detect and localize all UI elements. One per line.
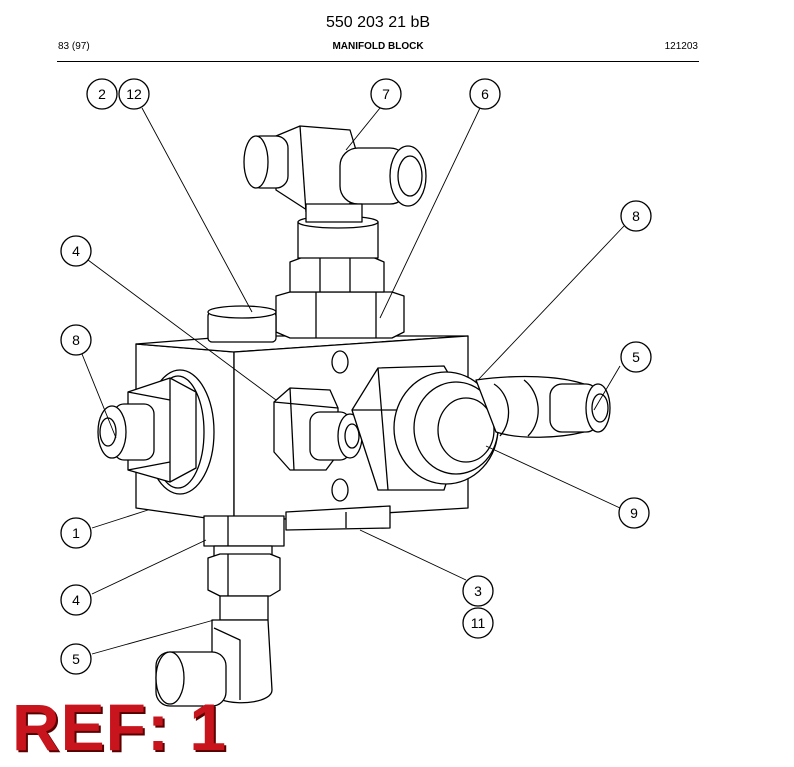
- bottom-plate: [285, 505, 391, 531]
- callout-7: 7: [382, 86, 390, 102]
- top-fitting-stack: [275, 215, 405, 339]
- left-fitting: [97, 369, 215, 495]
- callout-2: 2: [98, 86, 106, 102]
- top-plug: [207, 305, 277, 343]
- callout-12: 12: [126, 86, 142, 102]
- page-reference: 83 (97): [58, 41, 90, 52]
- callout-8-right: 8: [632, 208, 640, 224]
- callout-11: 11: [471, 615, 486, 631]
- callout-9: 9: [630, 505, 638, 521]
- callout-5-lower: 5: [72, 651, 80, 667]
- callout-6: 6: [481, 86, 489, 102]
- callout-4-lower: 4: [72, 592, 80, 608]
- bottom-fitting-stack: [155, 515, 285, 707]
- callout-4-upper: 4: [72, 243, 80, 259]
- callout-balloons: [60, 78, 652, 675]
- front-small-fitting: [273, 387, 363, 471]
- document-date: 121203: [664, 41, 698, 52]
- callout-8-left: 8: [72, 332, 80, 348]
- header-rule: [57, 61, 699, 62]
- document-number: 550 203 21 bB: [325, 14, 431, 31]
- callout-5-right: 5: [632, 349, 640, 365]
- right-elbow-fitting: [475, 375, 611, 438]
- reference-stamp: REF: 1: [12, 690, 228, 764]
- callout-labels: 2 12 7 6 8 4 8 5 9 1 4 3 11 5: [72, 86, 640, 667]
- section-title: MANIFOLD BLOCK: [332, 41, 424, 52]
- large-front-fitting: [351, 365, 499, 491]
- leader-lines: [81, 107, 625, 655]
- callout-1: 1: [72, 525, 80, 541]
- callout-3: 3: [474, 583, 482, 599]
- top-tee-fitting: [243, 125, 427, 223]
